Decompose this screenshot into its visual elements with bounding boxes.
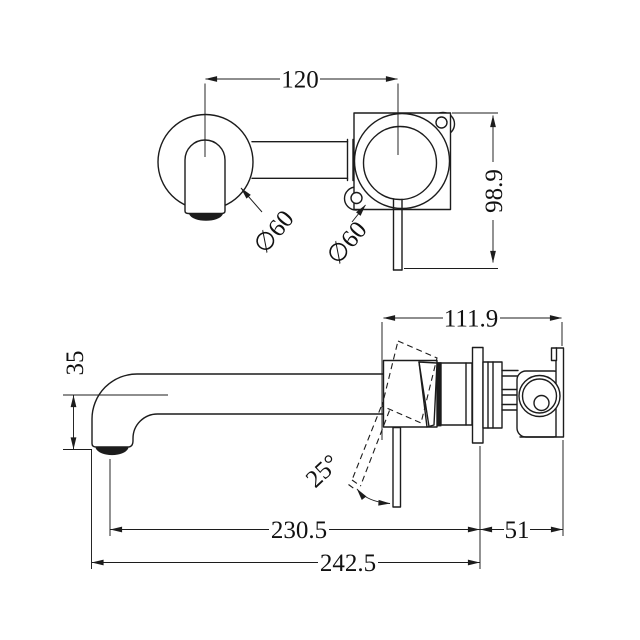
dim-body-depth-label: 111.9 <box>444 306 498 333</box>
handle-positions <box>348 340 438 508</box>
angle-arc <box>356 488 391 506</box>
dim-overall-reach: 242.5 <box>91 450 480 577</box>
dim-center-distance-label: 120 <box>281 67 319 94</box>
spout-profile <box>91 373 384 456</box>
cartridge-mid-circle <box>521 378 558 414</box>
dim-body-depth: 111.9 <box>381 306 563 440</box>
dim-wall-depth: 51 <box>480 440 564 544</box>
bracket-tab <box>550 347 558 362</box>
leader-mixer-plate-diameter: ∅60 <box>322 204 373 270</box>
top-view: 120 98.9 ∅60 ∅60 <box>157 67 508 271</box>
spout-aerator-side <box>95 446 129 456</box>
mixer-plate-circle <box>353 112 451 210</box>
mixer-body-profile <box>382 346 565 444</box>
handle-lever-down <box>392 426 402 508</box>
screw-hole-bottom-left <box>350 191 363 205</box>
spout-wall-plate <box>157 113 254 221</box>
mixer-wall-plate <box>343 111 456 271</box>
dim-spout-drop: 35 <box>62 351 168 450</box>
handle-lever-alt-position <box>348 406 391 491</box>
body-cylinder <box>440 362 473 426</box>
dim-spout-reach: 230.5 <box>109 446 481 569</box>
mixer-inner-circle <box>362 125 438 201</box>
dim-wall-depth-label: 51 <box>505 517 530 544</box>
leader-spout-plate-diameter: ∅60 <box>240 187 300 259</box>
mixer-plate-diameter-label: ∅60 <box>322 217 373 270</box>
spout-side-outline <box>91 373 384 448</box>
dim-overall-reach-label: 242.5 <box>320 550 376 577</box>
side-view: 35 111.9 25° 230.5 51 <box>62 306 565 577</box>
inlet-pipes <box>501 369 519 411</box>
dim-spout-drop-label: 35 <box>62 351 89 376</box>
wall-flange <box>471 346 484 444</box>
handle-cap-alt-position <box>381 340 438 424</box>
spout-front-outline <box>184 139 226 215</box>
dim-handle-angle: 25° <box>301 450 391 506</box>
spout-aerator-front <box>188 213 224 221</box>
dim-handle-angle-label: 25° <box>301 450 345 494</box>
dim-center-distance: 120 <box>204 67 399 157</box>
connector-bar <box>251 138 354 182</box>
spout-plate-diameter-label: ∅60 <box>249 206 300 259</box>
dim-overall-height-label: 98.9 <box>481 169 508 213</box>
handle-rod-front <box>392 198 403 271</box>
cartridge-inner-circle <box>533 394 550 412</box>
screw-hole-top-right <box>435 116 448 129</box>
dim-spout-reach-label: 230.5 <box>271 517 327 544</box>
dim-overall-height: 98.9 <box>404 112 508 269</box>
